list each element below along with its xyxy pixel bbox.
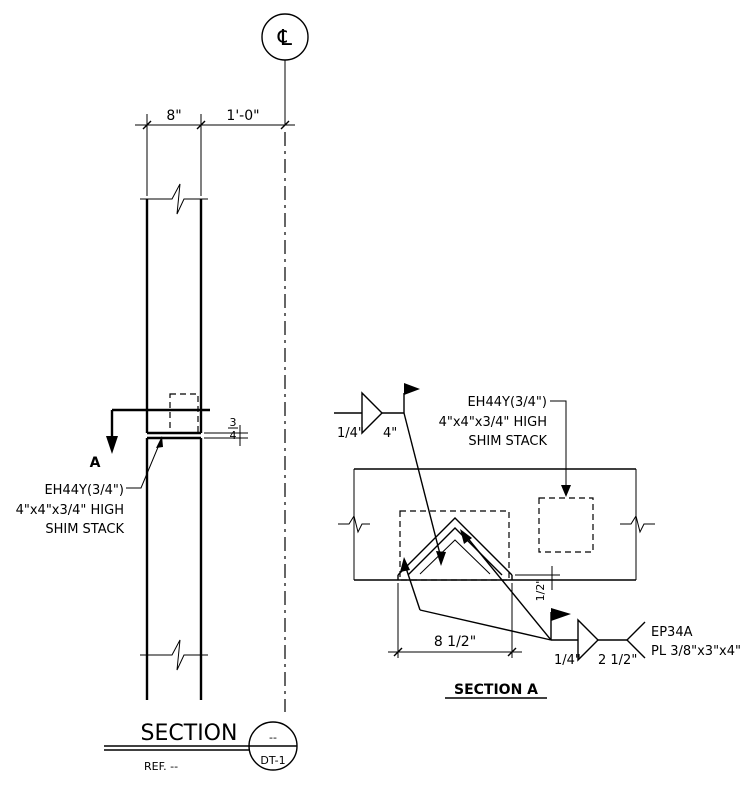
gap-dim: 1/2"	[534, 579, 547, 602]
shim-height-den: 4	[230, 429, 237, 442]
left-callout-line1: EH44Y(3/4")	[44, 483, 124, 498]
break-line	[140, 639, 208, 671]
section-title: SECTION	[141, 721, 238, 746]
left-callout-line2: 4"x4"x3/4" HIGH	[16, 503, 124, 518]
title-block: SECTION REF. -- -- DT-1	[104, 721, 298, 773]
section-a-callout-line2: 4"x4"x3/4" HIGH	[439, 415, 547, 430]
dimension-tick	[196, 120, 206, 130]
section-cut-marker: A	[90, 408, 210, 471]
shim-height-num: 3	[230, 416, 237, 429]
section-a: 1/4" 4" EH44Y(3/4") 4"x4"x3/4" HIGH SHIM…	[334, 383, 741, 699]
hidden-shim-outline	[538, 497, 594, 553]
centerline: ℄	[261, 13, 309, 712]
callout-leader	[550, 400, 567, 487]
weld-top-size: 1/4"	[337, 426, 364, 441]
dimension-tick	[393, 647, 403, 657]
weld-leader	[403, 412, 442, 559]
leader-arrow	[156, 436, 163, 448]
detail-bubble-top: --	[269, 731, 277, 744]
weld-bottom-length: 2 1/2"	[598, 653, 637, 668]
plate-note-line1: EP34A	[651, 625, 693, 640]
section-cut-label: A	[90, 455, 101, 471]
section-a-title: SECTION A	[454, 682, 538, 698]
weld-leader	[404, 564, 421, 611]
shim-stack-hidden	[169, 393, 199, 434]
centerline-symbol: ℄	[277, 26, 293, 51]
section-a-callout-line3: SHIM STACK	[468, 434, 547, 449]
weld-bottom-size: 1/4"	[554, 653, 581, 668]
top-dimensions: 8" 1'-0"	[135, 108, 295, 196]
weld-fillet-symbol	[361, 391, 383, 435]
column-width-dim: 8"	[166, 108, 181, 124]
weld-fillet-symbol	[577, 618, 599, 662]
offset-dim: 1'-0"	[226, 108, 259, 124]
section-a-callout-line1: EH44Y(3/4")	[467, 395, 547, 410]
callout-leader	[126, 439, 162, 489]
break-line	[620, 514, 655, 534]
angle-plate-inner	[407, 527, 503, 576]
ref-label: REF. --	[144, 760, 178, 773]
column	[140, 183, 208, 700]
angle-plate-outer	[397, 517, 513, 576]
left-callout-line3: SHIM STACK	[45, 522, 124, 537]
hidden-plate-outline	[399, 510, 510, 581]
weld-top-length: 4"	[383, 426, 397, 441]
weld-tail	[626, 621, 646, 659]
cut-arrow	[106, 436, 118, 454]
detail-bubble-bottom: DT-1	[260, 754, 285, 767]
dimension-tick	[507, 647, 517, 657]
width-dim: 8 1/2"	[434, 634, 476, 650]
field-weld-flag-icon	[551, 608, 571, 621]
break-line	[338, 514, 370, 534]
leader-arrow	[561, 485, 571, 497]
leader-arrow	[400, 557, 410, 572]
shim-height-dimension: 3 4	[204, 416, 248, 446]
angle-plate-weld-line	[419, 539, 491, 575]
left-callout: EH44Y(3/4") 4"x4"x3/4" HIGH SHIM STACK	[16, 436, 163, 537]
leader-arrow	[460, 529, 472, 544]
plate-note-line2: PL 3/8"x3"x4"	[651, 644, 741, 659]
break-line	[140, 183, 208, 215]
dimension-tick	[280, 120, 290, 130]
dimension-tick	[142, 120, 152, 130]
weld-leader	[419, 609, 552, 641]
weld-leader	[465, 535, 552, 641]
leader-arrow	[436, 551, 446, 566]
field-weld-flag-icon	[404, 383, 420, 395]
